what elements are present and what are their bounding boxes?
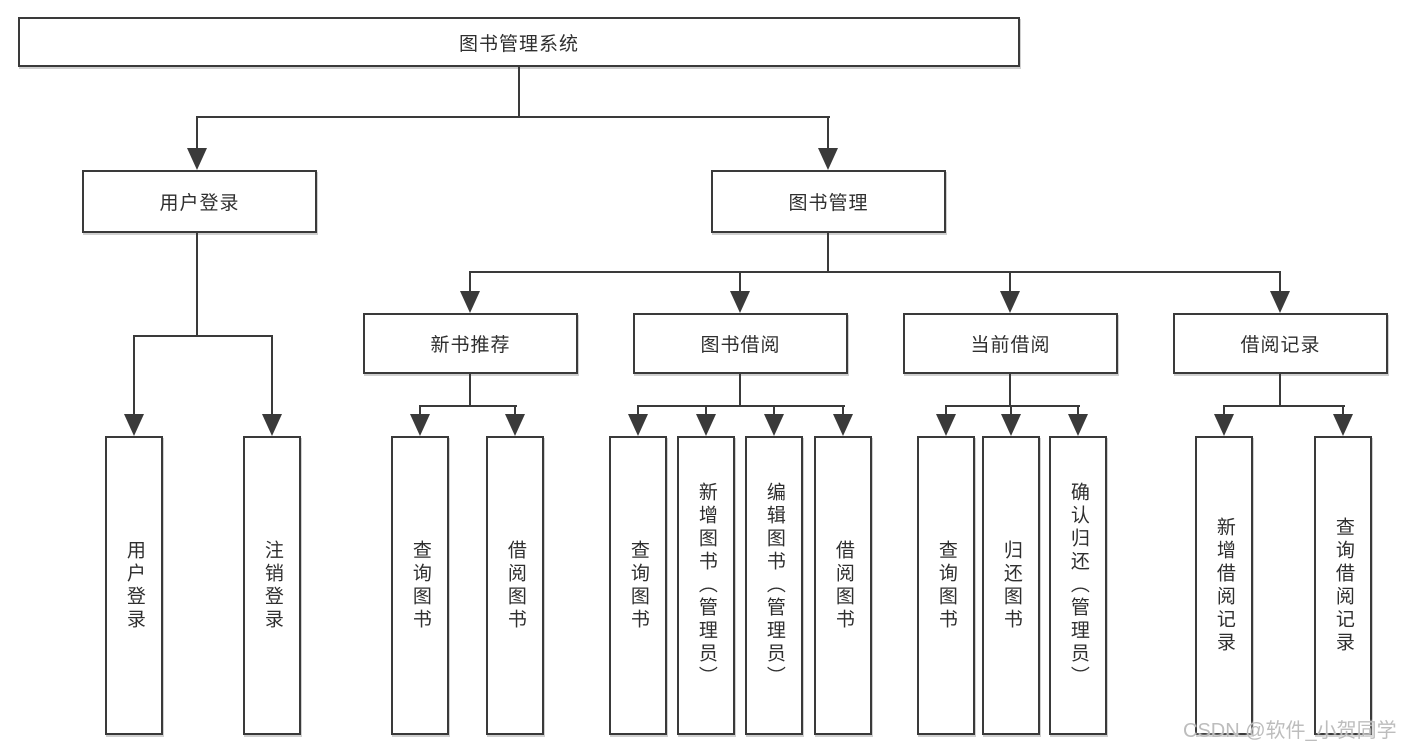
leaf-label: 新增借阅记录 [1213, 516, 1235, 655]
connector-user-login-arrow-stem [196, 116, 198, 152]
leaf-borrow-books: 借阅图书 [814, 436, 872, 735]
node-book-management: 图书管理 [711, 170, 946, 233]
arrow-down-icon [1270, 291, 1290, 313]
connector-arrow-stem [1342, 405, 1344, 416]
node-label: 图书借阅 [700, 335, 781, 356]
connector-arrow-stem [469, 271, 471, 293]
arrow-down-icon [1001, 414, 1021, 436]
arrow-down-icon [1214, 414, 1234, 436]
node-label: 新书推荐 [430, 335, 511, 356]
arrow-down-icon [936, 414, 956, 436]
arrow-down-icon [505, 414, 525, 436]
connector-level1-hline [196, 116, 830, 118]
connector-group-hline [945, 405, 1080, 407]
connector-book-mgmt-arrow-stem [827, 116, 829, 152]
arrow-down-icon [262, 414, 282, 436]
connector-arrow-stem [945, 405, 947, 416]
arrow-down-icon [628, 414, 648, 436]
csdn-watermark: CSDN @软件_小贺同学 [1183, 720, 1397, 742]
connector-level3-hline [469, 271, 1281, 273]
leaf-add-books-admin: 新增图书（管理员） [677, 436, 735, 735]
arrow-down-icon [1000, 291, 1020, 313]
connector-book-mgmt-stem [827, 233, 829, 273]
connector-group-stem [1009, 374, 1011, 407]
arrow-down-icon [124, 414, 144, 436]
node-new-book-recommendation: 新书推荐 [363, 313, 578, 374]
node-label: 图书管理 [788, 193, 869, 214]
connector-root-stem [518, 67, 520, 118]
connector-arrow-stem [773, 405, 775, 416]
leaf-add-borrow-record: 新增借阅记录 [1195, 436, 1253, 735]
arrow-down-icon [460, 291, 480, 313]
leaf-label: 借阅图书 [504, 539, 526, 632]
connector-arrow-stem [842, 405, 844, 416]
arrow-down-icon [410, 414, 430, 436]
node-user-login: 用户登录 [82, 170, 317, 233]
arrow-down-icon [818, 148, 838, 170]
connector-arrow-stem [1279, 271, 1281, 293]
leaf-query-books-borrowing: 查询图书 [609, 436, 667, 735]
connector-group-hline [637, 405, 845, 407]
leaf-query-borrow-record: 查询借阅记录 [1314, 436, 1372, 735]
arrow-down-icon [1068, 414, 1088, 436]
connector-group-stem [739, 374, 741, 407]
arrow-down-icon [187, 148, 207, 170]
leaf-query-books-current: 查询图书 [917, 436, 975, 735]
leaf-label: 新增图书（管理员） [695, 482, 717, 689]
leaf-label: 编辑图书（管理员） [763, 482, 785, 689]
leaf-query-books-recommend: 查询图书 [391, 436, 449, 735]
connector-arrow-stem [1010, 405, 1012, 416]
connector-arrow-stem [1077, 405, 1079, 416]
connector-arrow-stem [739, 271, 741, 293]
leaf-label: 用户登录 [123, 539, 145, 632]
leaf-label: 查询借阅记录 [1332, 516, 1354, 655]
leaf-label: 查询图书 [935, 539, 957, 632]
node-label: 当前借阅 [970, 335, 1051, 356]
leaf-logout: 注销登录 [243, 436, 301, 735]
connector-arrow-stem [271, 335, 273, 416]
connector-group-stem [469, 374, 471, 407]
leaf-confirm-return-admin: 确认归还（管理员） [1049, 436, 1107, 735]
leaf-label: 注销登录 [261, 539, 283, 632]
arrow-down-icon [696, 414, 716, 436]
connector-user-login-hline [133, 335, 273, 337]
connector-arrow-stem [514, 405, 516, 416]
node-borrowing-records: 借阅记录 [1173, 313, 1388, 374]
leaf-label: 查询图书 [409, 539, 431, 632]
leaf-edit-books-admin: 编辑图书（管理员） [745, 436, 803, 735]
node-label: 图书管理系统 [458, 33, 579, 55]
node-book-borrowing: 图书借阅 [633, 313, 848, 374]
leaf-borrow-books-recommend: 借阅图书 [486, 436, 544, 735]
connector-group-hline [1223, 405, 1345, 407]
node-label: 用户登录 [159, 193, 240, 214]
arrow-down-icon [730, 291, 750, 313]
leaf-label: 借阅图书 [832, 539, 854, 632]
leaf-return-books: 归还图书 [982, 436, 1040, 735]
connector-arrow-stem [705, 405, 707, 416]
leaf-label: 归还图书 [1000, 539, 1022, 632]
leaf-label: 确认归还（管理员） [1067, 482, 1089, 689]
node-current-borrowing: 当前借阅 [903, 313, 1118, 374]
connector-arrow-stem [133, 335, 135, 416]
connector-arrow-stem [419, 405, 421, 416]
connector-arrow-stem [1009, 271, 1011, 293]
connector-group-hline [419, 405, 517, 407]
node-library-management-system: 图书管理系统 [18, 17, 1020, 67]
connector-group-stem [1279, 374, 1281, 407]
node-label: 借阅记录 [1240, 335, 1321, 356]
arrow-down-icon [1333, 414, 1353, 436]
connector-user-login-stem [196, 233, 198, 337]
connector-arrow-stem [637, 405, 639, 416]
leaf-label: 查询图书 [627, 539, 649, 632]
leaf-user-login: 用户登录 [105, 436, 163, 735]
arrow-down-icon [764, 414, 784, 436]
connector-arrow-stem [1223, 405, 1225, 416]
arrow-down-icon [833, 414, 853, 436]
